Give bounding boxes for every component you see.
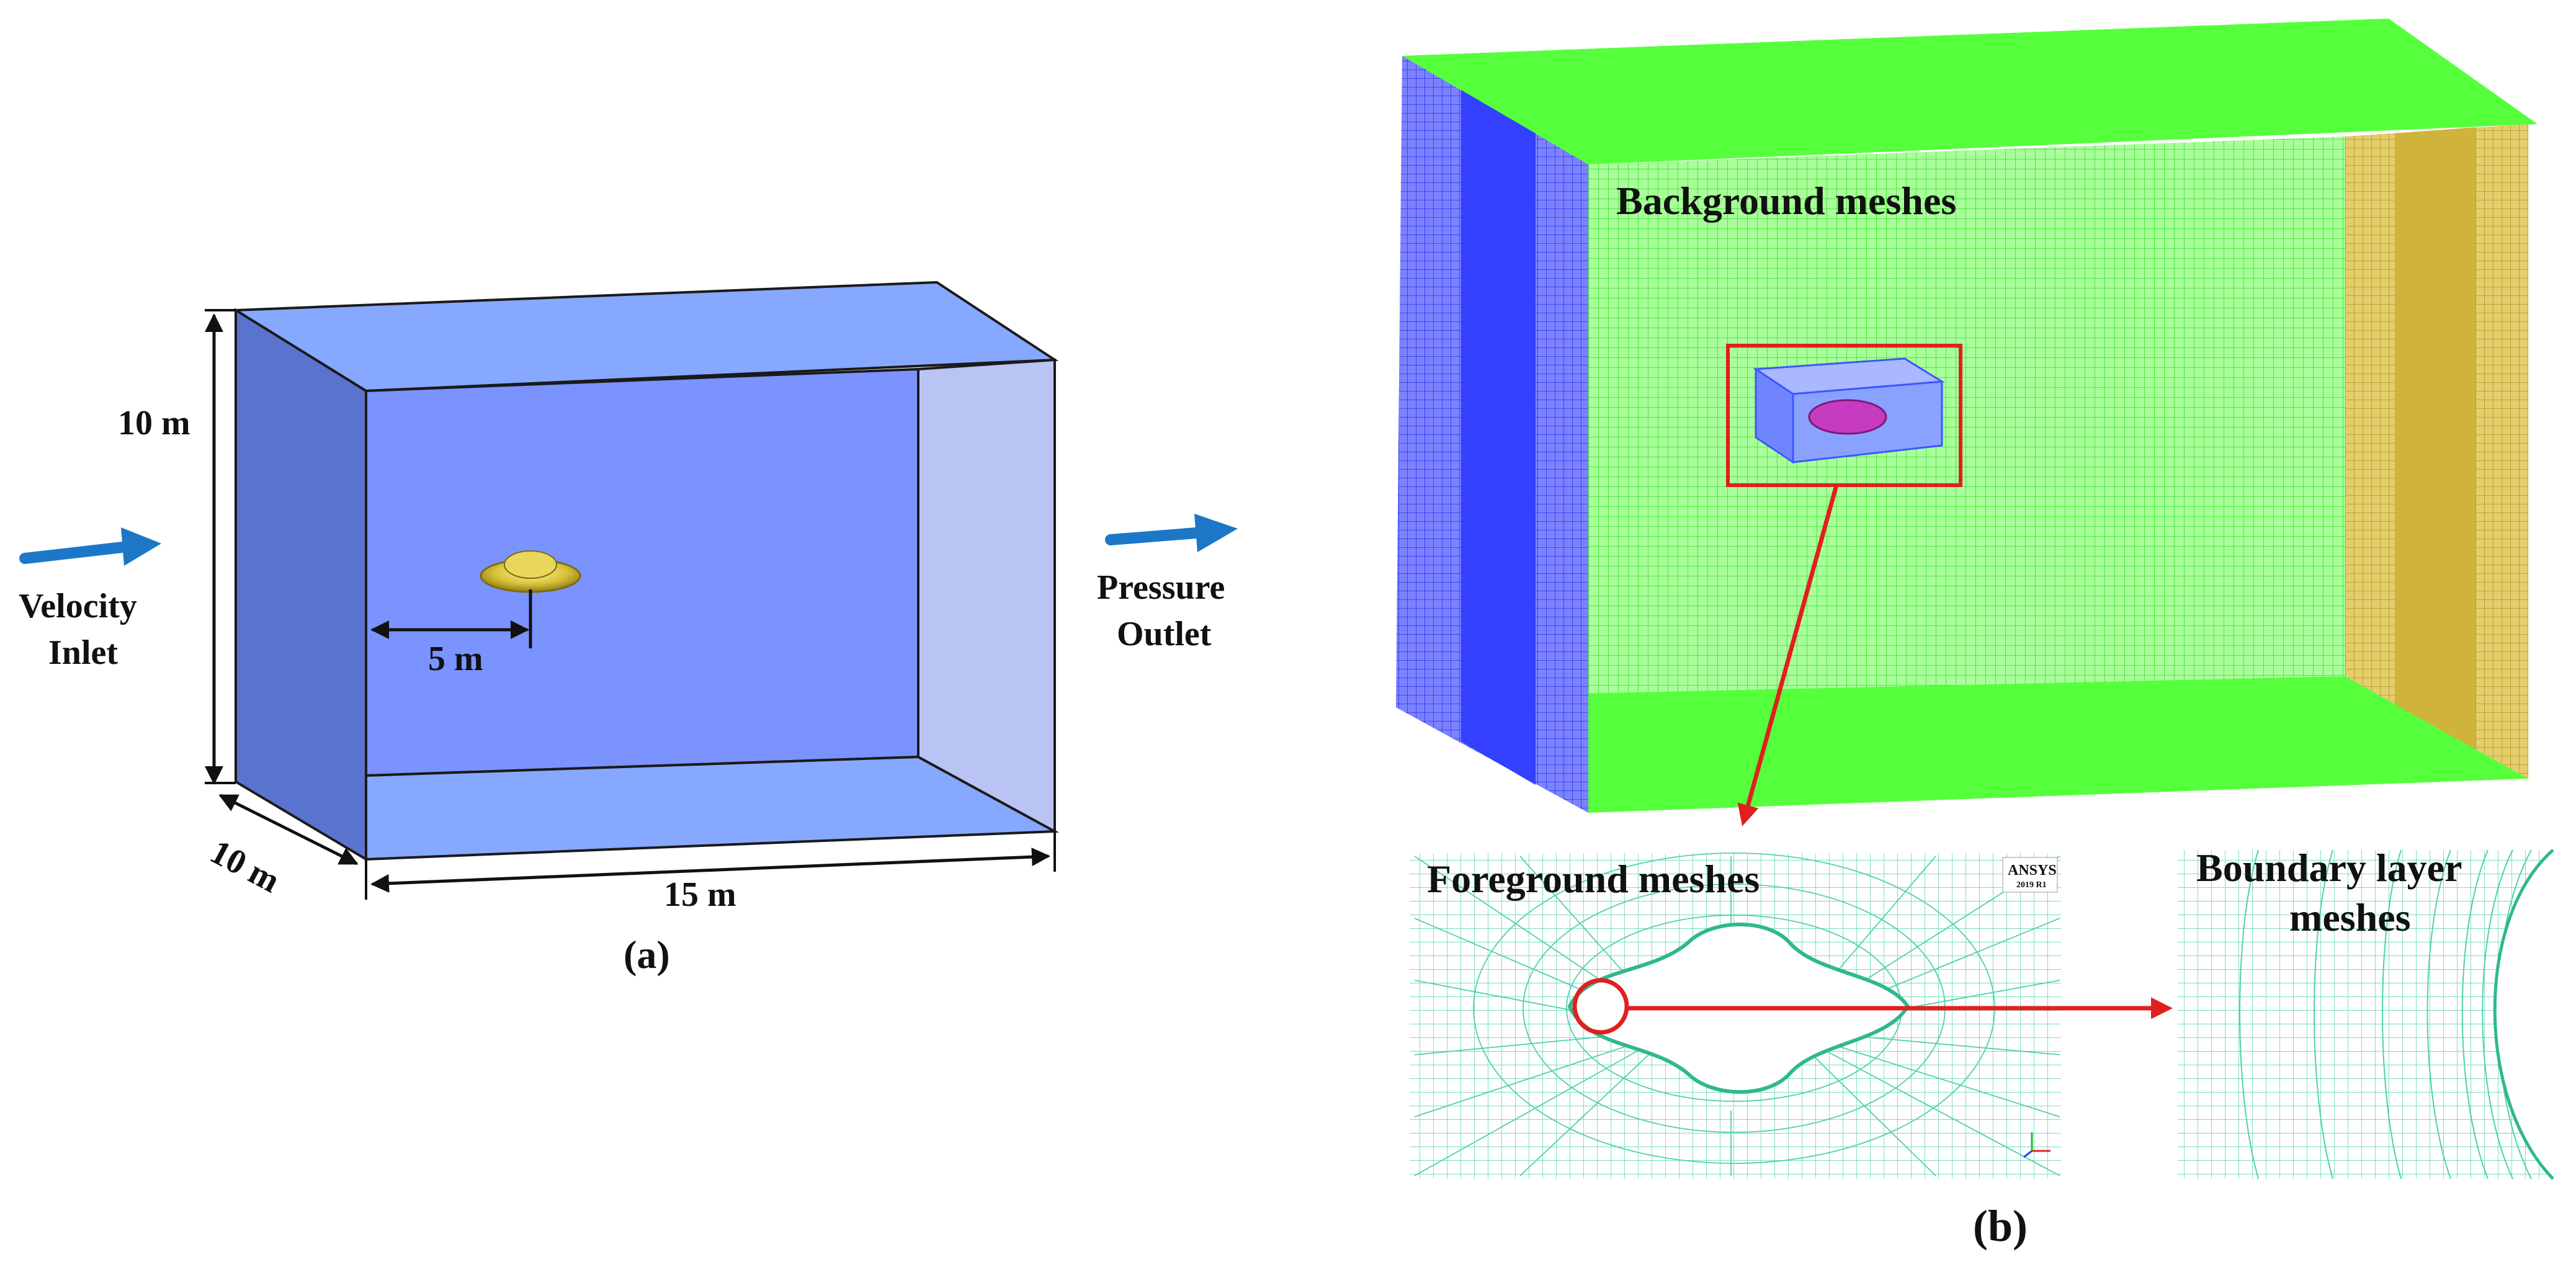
dim-depth-line [218, 794, 359, 866]
zoom-highlight-box [1726, 344, 1962, 487]
axis-triad-icon [2023, 1132, 2051, 1158]
outlet-arrow [1105, 514, 1238, 552]
refinement-region [1753, 357, 1945, 464]
inlet-arrow [19, 527, 161, 566]
label-height: 10 m [118, 404, 190, 442]
mesh-right-band [2395, 127, 2475, 749]
mesh-bottom-face [1526, 676, 2528, 813]
model-object [480, 550, 581, 648]
label-foreground-meshes: Foreground meshes [1427, 857, 1760, 901]
panel-a: 10 m 10 m 15 m 5 m Velocity Inlet Pressu… [19, 280, 1238, 977]
panel-b-boundary-layer-mesh: Boundary layer meshes [2178, 846, 2576, 1180]
domain-outlet-face [917, 358, 1056, 834]
mesh-back-face [1588, 136, 2345, 698]
caption-b: (b) [1973, 1201, 2028, 1251]
label-inlet-line2: Inlet [48, 633, 118, 672]
panel-b-foreground-mesh: ANSYS 2019 R1 Foreground meshes [1410, 852, 2061, 1179]
caption-a: (a) [624, 933, 670, 977]
ansys-version: 2019 R1 [2016, 880, 2047, 890]
mesh-top-face [1402, 19, 2538, 164]
ansys-logo: ANSYS [2008, 862, 2057, 879]
zoom-arrow-foreground [1737, 485, 1839, 826]
label-length: 15 m [664, 875, 736, 914]
ansys-logo-box [2002, 857, 2058, 893]
label-distance: 5 m [428, 640, 483, 678]
label-depth: 10 m [204, 833, 286, 901]
domain-back-face [365, 367, 919, 777]
label-boundary-line2: meshes [2289, 895, 2411, 939]
panel-b-background-mesh: Background meshes [1396, 19, 2538, 813]
label-background-meshes: Background meshes [1616, 179, 1956, 223]
label-outlet-line1: Pressure [1097, 568, 1225, 607]
dim-length-line [370, 848, 1050, 893]
mesh-left-band [1461, 90, 1536, 785]
label-inlet-line1: Velocity [19, 587, 137, 625]
label-boundary-line1: Boundary layer [2196, 846, 2462, 890]
label-outlet-line2: Outlet [1117, 615, 1212, 653]
domain-left-face [235, 308, 367, 862]
